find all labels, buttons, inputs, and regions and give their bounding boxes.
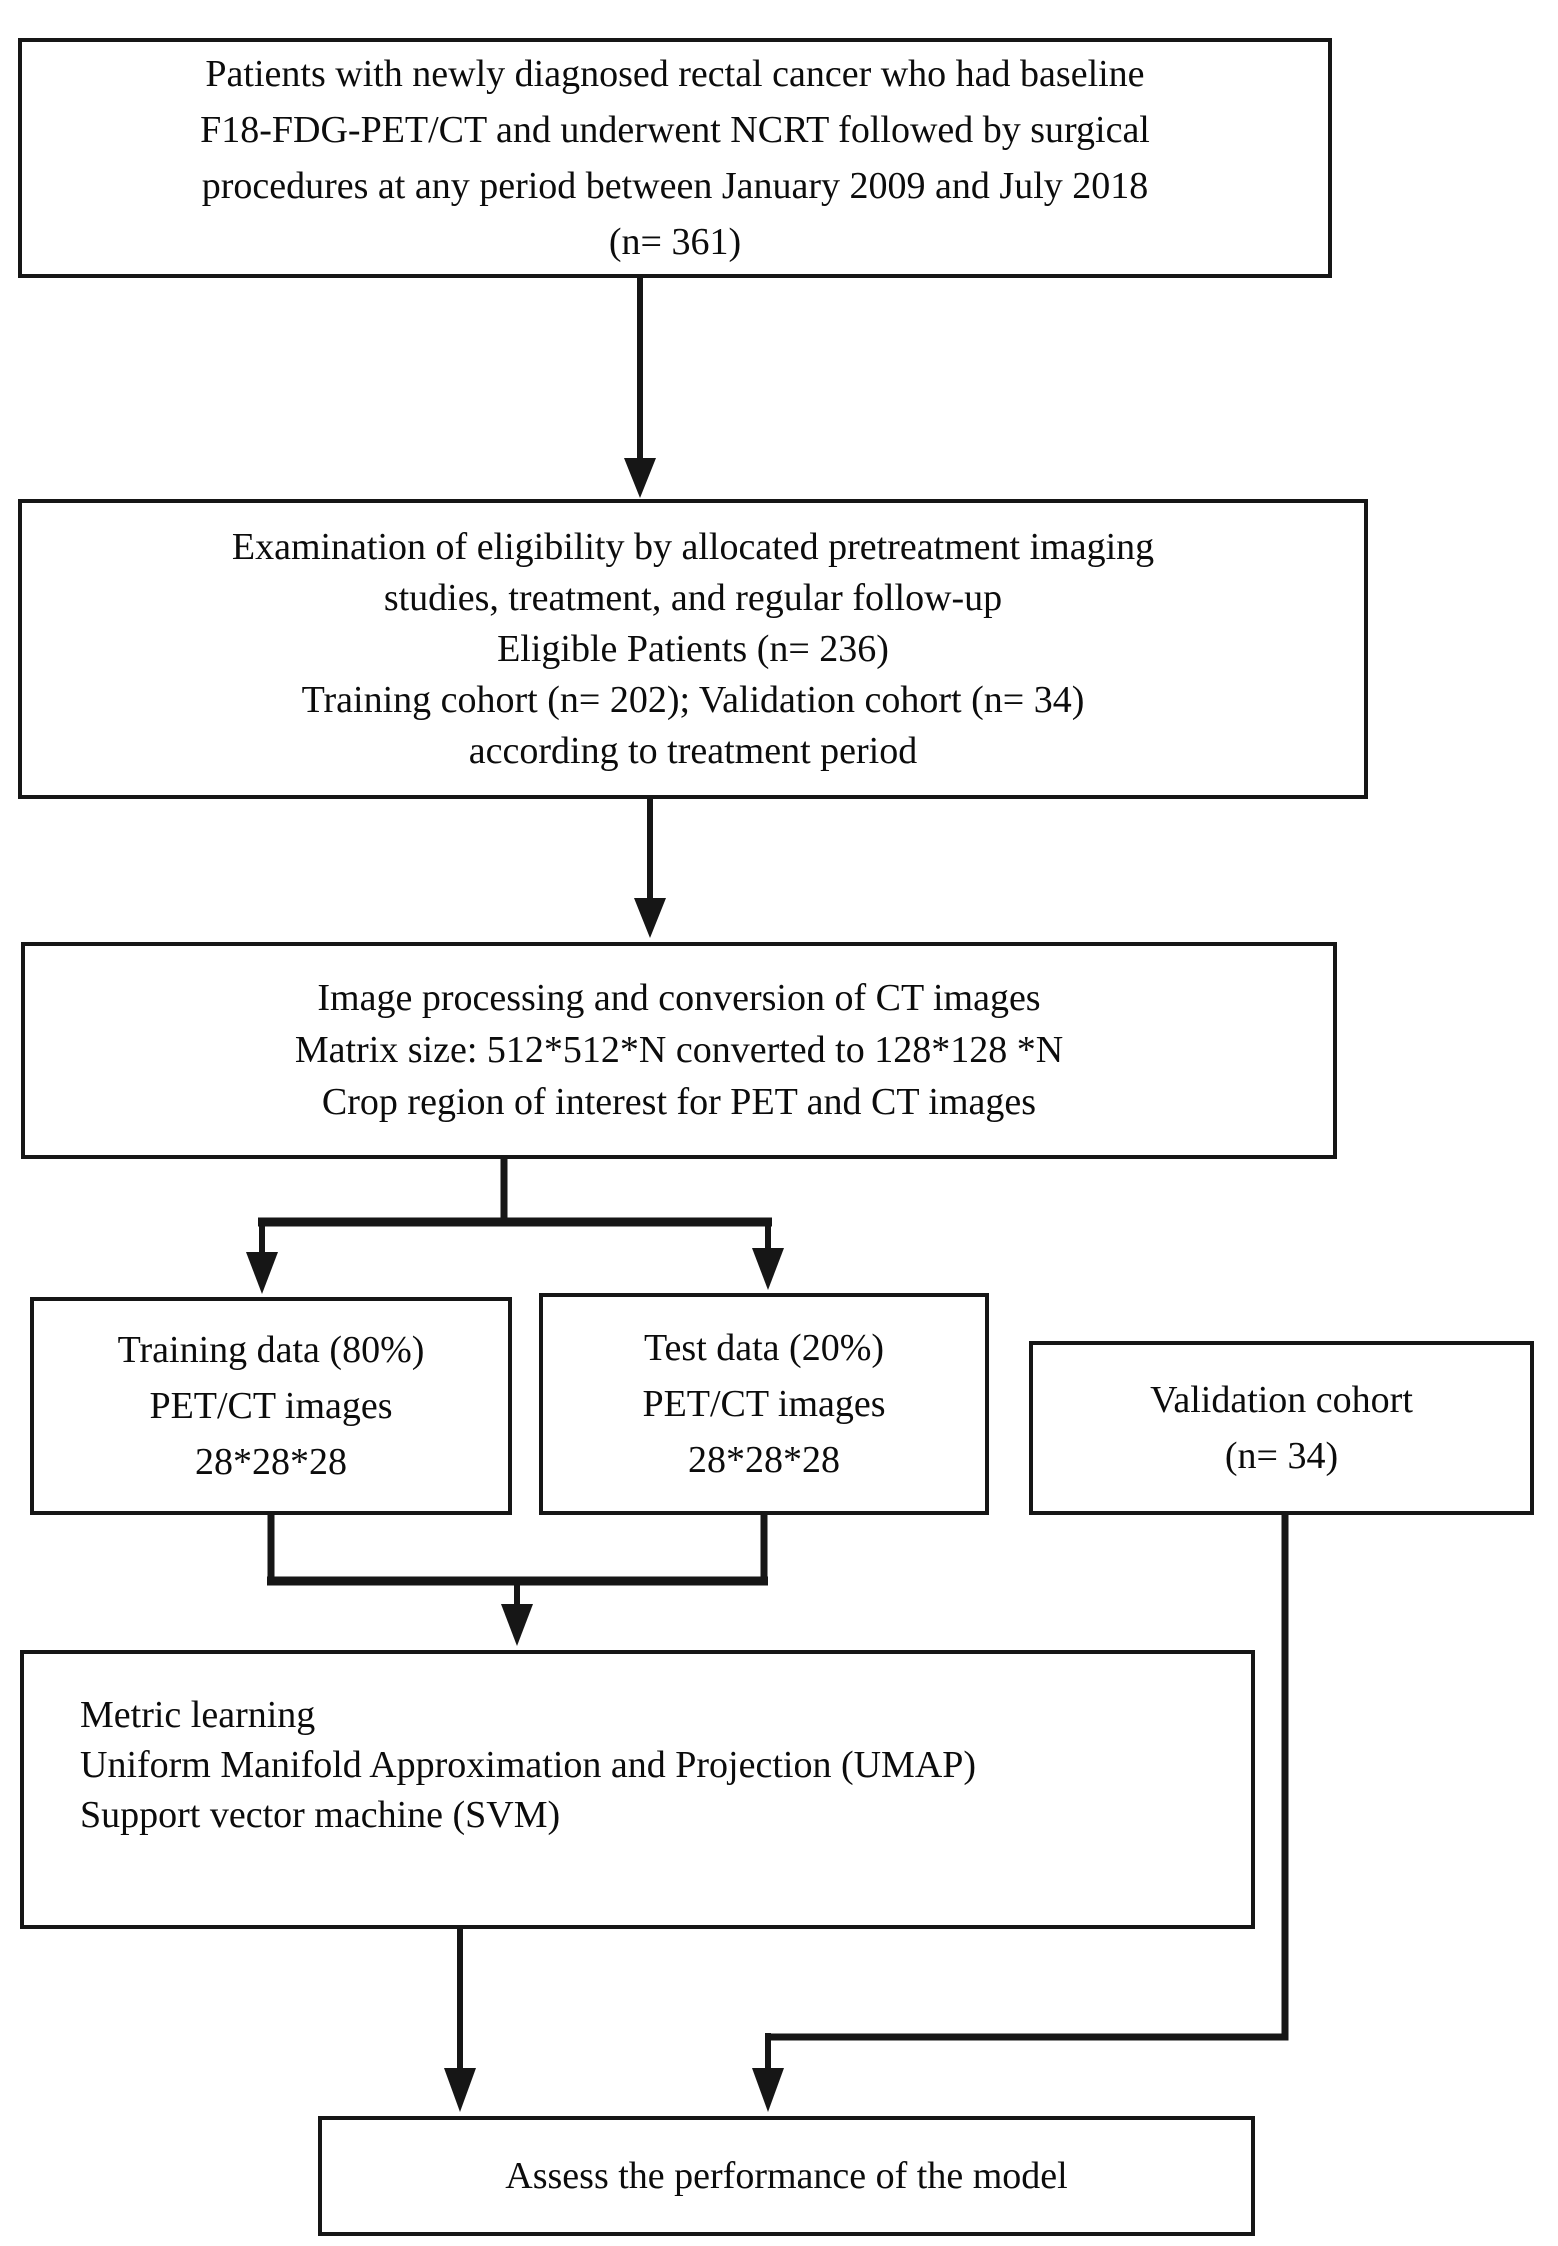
split-processing-to-training-and-test	[246, 1157, 784, 1294]
node-test-data-line-2: PET/CT images	[642, 1383, 886, 1425]
node-eligibility-line-1: Examination of eligibility by allocated …	[231, 525, 1155, 568]
arrow-patients-to-eligibility	[624, 277, 656, 498]
node-metric-learning: Metric learning Uniform Manifold Approxi…	[20, 1650, 1255, 1929]
node-eligibility-line-2: studies, treatment, and regular follow-u…	[383, 576, 1003, 619]
node-eligibility-line-4: Training cohort (n= 202); Validation coh…	[301, 678, 1085, 721]
node-training-data: Training data (80%) PET/CT images 28*28*…	[30, 1297, 512, 1515]
node-patients-line-1: Patients with newly diagnosed rectal can…	[205, 53, 1145, 95]
node-patients-line-3: procedures at any period between January…	[201, 165, 1149, 207]
node-patients-line-2: F18-FDG-PET/CT and underwent NCRT follow…	[200, 109, 1150, 151]
node-eligibility-line-3: Eligible Patients (n= 236)	[497, 627, 889, 670]
node-metric-learning-line-1: Metric learning	[80, 1694, 316, 1736]
node-training-data-line-1: Training data (80%)	[117, 1329, 425, 1371]
node-patients-line-4: (n= 361)	[608, 221, 742, 263]
node-metric-learning-line-3: Support vector machine (SVM)	[80, 1794, 561, 1836]
node-assess-performance-line-1: Assess the performance of the model	[505, 2154, 1068, 2197]
node-metric-learning-line-2: Uniform Manifold Approximation and Proje…	[80, 1744, 977, 1786]
node-validation-cohort-line-1: Validation cohort	[1150, 1379, 1413, 1421]
arrow-metric-to-assess	[444, 1928, 476, 2112]
node-assess-performance: Assess the performance of the model	[318, 2116, 1255, 2236]
node-processing-line-1: Image processing and conversion of CT im…	[317, 977, 1041, 1019]
node-validation-cohort-line-2: (n= 34)	[1224, 1435, 1339, 1477]
node-training-data-line-3: 28*28*28	[195, 1441, 347, 1483]
merge-training-and-test-to-metric	[267, 1513, 768, 1646]
node-training-data-line-2: PET/CT images	[149, 1385, 393, 1427]
node-test-data: Test data (20%) PET/CT images 28*28*28	[539, 1293, 989, 1515]
node-processing: Image processing and conversion of CT im…	[21, 942, 1337, 1159]
node-test-data-line-3: 28*28*28	[688, 1439, 840, 1481]
node-patients: Patients with newly diagnosed rectal can…	[18, 38, 1332, 278]
elbow-validation-to-assess	[752, 1514, 1289, 2112]
node-validation-cohort: Validation cohort (n= 34)	[1029, 1341, 1534, 1515]
arrow-eligibility-to-processing	[634, 798, 666, 938]
node-processing-line-2: Matrix size: 512*512*N converted to 128*…	[294, 1029, 1064, 1071]
node-processing-line-3: Crop region of interest for PET and CT i…	[321, 1081, 1037, 1123]
node-eligibility: Examination of eligibility by allocated …	[18, 499, 1368, 799]
node-test-data-line-1: Test data (20%)	[643, 1327, 885, 1369]
node-eligibility-line-5: according to treatment period	[468, 729, 918, 772]
